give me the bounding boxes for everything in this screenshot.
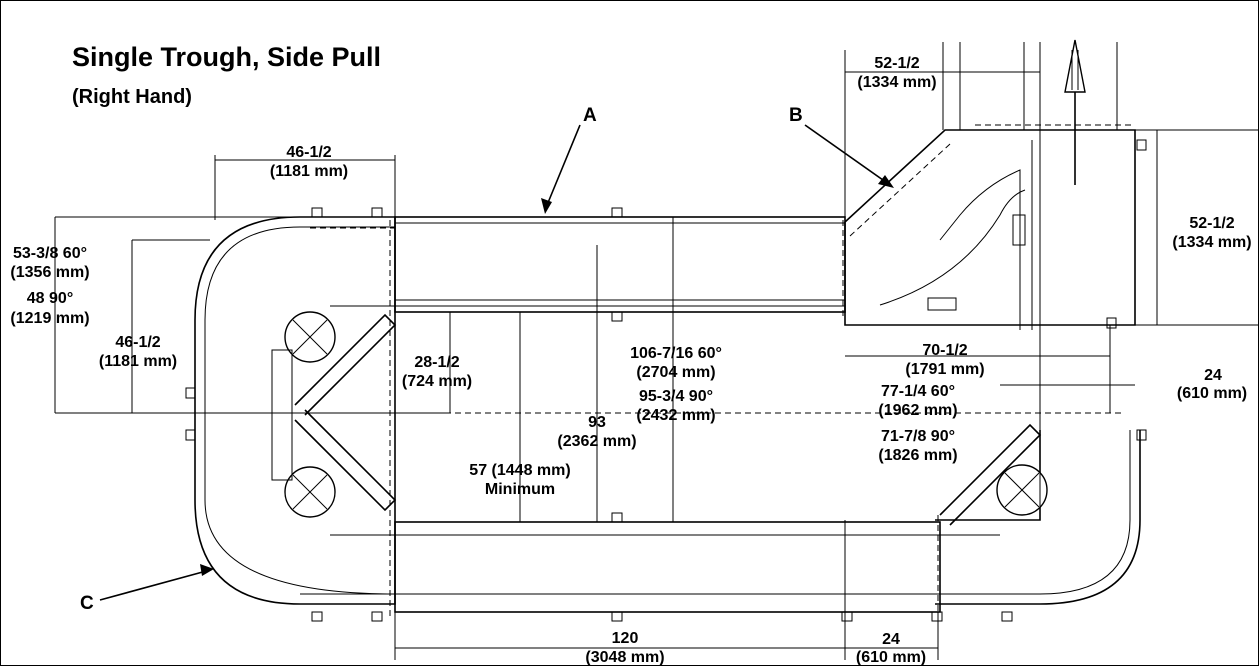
dim-height-93: 93 <box>588 414 606 431</box>
bottom-trough <box>394 521 941 613</box>
dim-71-mm: (1826 mm) <box>878 447 957 464</box>
dim-77-mm: (1962 mm) <box>878 402 957 419</box>
top-trough <box>394 216 846 313</box>
dim-min-57-label: Minimum <box>485 481 555 498</box>
dim-inner-28-mm: (724 mm) <box>402 373 472 390</box>
dim-top-left-width-mm: (1181 mm) <box>270 163 348 180</box>
dim-bottom-120-mm: (3048 mm) <box>585 649 664 666</box>
side-pull-outlet <box>844 129 1136 326</box>
dim-77: 77-1/4 60° <box>881 383 955 400</box>
dim-left-90-mm: (1219 mm) <box>10 310 89 327</box>
dim-bottom-24-mm: (610 mm) <box>856 649 926 666</box>
dim-95-mm: (2432 mm) <box>636 407 715 424</box>
dim-95: 95-3/4 90° <box>639 388 713 405</box>
dim-24-right: 24 <box>1204 367 1222 384</box>
callout-a: A <box>583 105 597 126</box>
dim-top-left-width: 46-1/2 <box>286 144 331 161</box>
dim-left-inner: 46-1/2 <box>115 334 160 351</box>
dim-top-right-width-mm: (1334 mm) <box>857 74 936 91</box>
callout-b: B <box>789 105 803 126</box>
dim-left-60: 53-3/8 60° <box>13 245 87 262</box>
dim-24-right-mm: (610 mm) <box>1177 385 1247 402</box>
dim-right-height: 52-1/2 <box>1189 215 1234 232</box>
dim-min-57: 57 (1448 mm) <box>469 462 570 479</box>
dim-top-right-width: 52-1/2 <box>874 55 919 72</box>
dim-height-93-mm: (2362 mm) <box>557 433 636 450</box>
callout-c: C <box>80 593 94 614</box>
dim-left-inner-mm: (1181 mm) <box>99 353 177 370</box>
dim-bottom-120: 120 <box>612 630 639 647</box>
right-loop <box>935 430 1141 605</box>
dim-71: 71-7/8 90° <box>881 428 955 445</box>
diagram-title: Single Trough, Side Pull <box>72 42 382 72</box>
dim-right-height-mm: (1334 mm) <box>1172 234 1251 251</box>
right-loop-inner <box>1039 430 1131 595</box>
dim-bottom-24: 24 <box>882 631 900 648</box>
dim-70: 70-1/2 <box>922 342 967 359</box>
dim-106-mm: (2704 mm) <box>636 364 715 381</box>
diagram-subtitle: (Right Hand) <box>72 86 192 108</box>
dim-106: 106-7/16 60° <box>630 345 722 362</box>
dim-inner-28: 28-1/2 <box>414 354 459 371</box>
flow-arrow-icon <box>1064 39 1086 93</box>
outer-loop-inner <box>204 226 396 595</box>
dim-70-mm: (1791 mm) <box>905 361 984 378</box>
dim-left-90: 48 90° <box>27 290 73 307</box>
dim-left-60-mm: (1356 mm) <box>10 264 89 281</box>
outer-loop <box>194 216 396 605</box>
